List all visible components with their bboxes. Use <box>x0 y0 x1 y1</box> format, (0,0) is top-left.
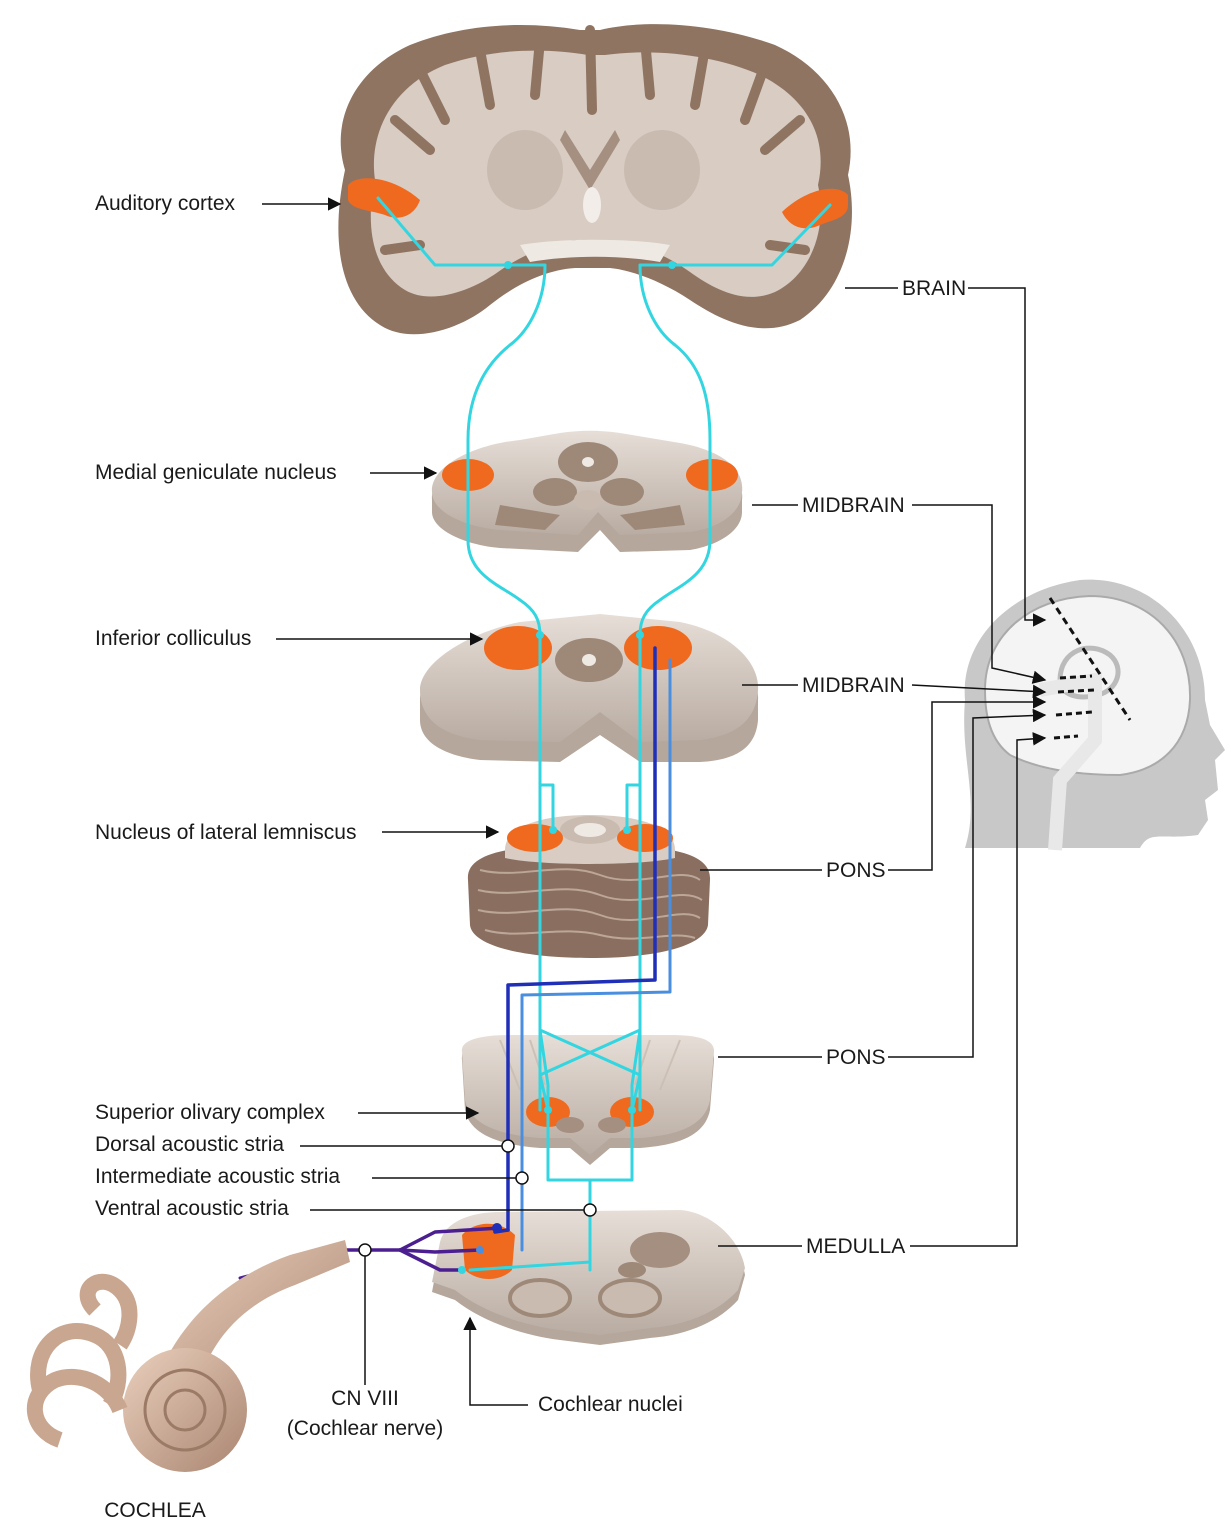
label-superior-olivary-complex: Superior olivary complex <box>95 1102 325 1123</box>
level-midbrain-lower: MIDBRAIN <box>802 675 905 696</box>
label-ventral-acoustic-stria: Ventral acoustic stria <box>95 1198 289 1219</box>
label-dorsal-acoustic-stria: Dorsal acoustic stria <box>95 1134 284 1155</box>
label-intermediate-acoustic-stria: Intermediate acoustic stria <box>95 1166 340 1187</box>
head-silhouette <box>964 580 1225 850</box>
level-brain: BRAIN <box>902 278 966 299</box>
label-auditory-cortex: Auditory cortex <box>95 193 235 214</box>
coronal-brain-section <box>338 24 852 334</box>
label-nucleus-lateral-lemniscus: Nucleus of lateral lemniscus <box>95 822 356 843</box>
midbrain-slice-mgn <box>432 431 742 552</box>
label-medial-geniculate-nucleus: Medial geniculate nucleus <box>95 462 337 483</box>
level-midbrain-upper: MIDBRAIN <box>802 495 905 516</box>
pons-slice-lateral-lemniscus <box>468 815 710 958</box>
level-pons-upper: PONS <box>826 860 886 881</box>
label-cn-viii: CN VIII <box>300 1388 430 1409</box>
level-pons-lower: PONS <box>826 1047 886 1068</box>
label-cochlea: COCHLEA <box>100 1500 210 1521</box>
inferior-colliculus-right <box>624 626 692 670</box>
label-cochlear-nerve: (Cochlear nerve) <box>270 1418 460 1439</box>
label-inferior-colliculus: Inferior colliculus <box>95 628 251 649</box>
label-cochlear-nuclei: Cochlear nuclei <box>538 1394 683 1415</box>
level-medulla: MEDULLA <box>806 1236 905 1257</box>
midbrain-slice-inferior-colliculus <box>420 614 758 762</box>
medial-geniculate-right <box>686 459 738 491</box>
